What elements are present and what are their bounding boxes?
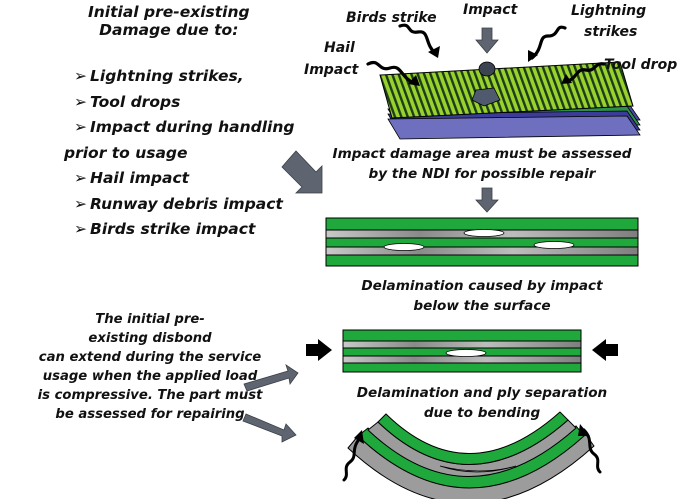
list-item: ➢Lightning strikes, <box>74 64 294 90</box>
damage-heading: Initial pre-existing Damage due to: <box>88 3 250 40</box>
impactor-ball <box>478 61 496 77</box>
bullet-arrow-icon: ➢ <box>74 92 87 111</box>
label-birds-strike: Birds strike <box>346 10 437 26</box>
list-item: ➢Runway debris impact <box>74 192 294 218</box>
bullet-arrow-icon: ➢ <box>74 220 87 238</box>
label-hail-line-2: Impact <box>304 62 359 78</box>
wavy-threat-arrows <box>366 23 606 86</box>
list-item: ➢Birds strike impact <box>74 217 294 243</box>
caption-ndi: Impact damage area must be assessed by t… <box>332 146 632 182</box>
list-item: ➢Hail impact <box>74 166 294 192</box>
arrow-note-to-compression <box>243 364 299 392</box>
bullet-arrow-icon: ➢ <box>74 194 87 213</box>
bend-arrowhead-left-icon <box>354 430 364 444</box>
caption-bending: Delamination and ply separation due to b… <box>356 385 608 421</box>
label-tool-drop: Tool drop <box>604 57 678 73</box>
bent-laminate <box>347 411 595 499</box>
compression-arrow-right <box>592 339 618 361</box>
cross-section-compression <box>342 329 582 373</box>
label-lightning-line-2: strikes <box>584 24 638 40</box>
bullet-arrow-icon: ➢ <box>74 118 87 136</box>
caption-delamination: Delamination caused by impact below the … <box>361 278 603 314</box>
cross-section-delamination <box>325 217 639 267</box>
disbond-note: The initial pre- existing disbond can ex… <box>37 312 263 422</box>
bend-arrowhead-right-icon <box>578 424 590 436</box>
damage-cause-list: ➢Lightning strikes, ➢Tool drops ➢Impact … <box>64 64 294 243</box>
bullet-arrow-icon: ➢ <box>74 169 87 187</box>
arrow-note-to-bending <box>242 413 297 443</box>
birds-arrowhead-icon <box>428 46 440 58</box>
laminate-stack <box>379 61 641 140</box>
hail-arrowhead-icon <box>408 75 420 86</box>
heading-line-2: Damage due to: <box>99 20 239 39</box>
lightning-arrowhead-icon <box>528 50 538 62</box>
big-arrow-list-to-laminate <box>281 150 323 194</box>
heading-line-1: Initial pre-existing <box>88 3 250 21</box>
impact-arrow <box>475 27 499 54</box>
compression-arrow-left <box>306 339 332 361</box>
label-hail-line-1: Hail <box>324 40 355 56</box>
list-item: ➢Tool drops <box>74 90 294 116</box>
label-lightning-line-1: Lightning <box>571 3 647 19</box>
ndi-down-arrow <box>475 187 499 213</box>
tool-drop-arrowhead-icon <box>561 74 572 84</box>
list-item: ➢Impact during handling <box>74 115 294 141</box>
bending-wavy-arrows <box>342 428 602 482</box>
list-item-continuation: prior to usage <box>64 143 188 162</box>
bullet-arrow-icon: ➢ <box>74 67 87 85</box>
label-impact: Impact <box>463 2 518 18</box>
